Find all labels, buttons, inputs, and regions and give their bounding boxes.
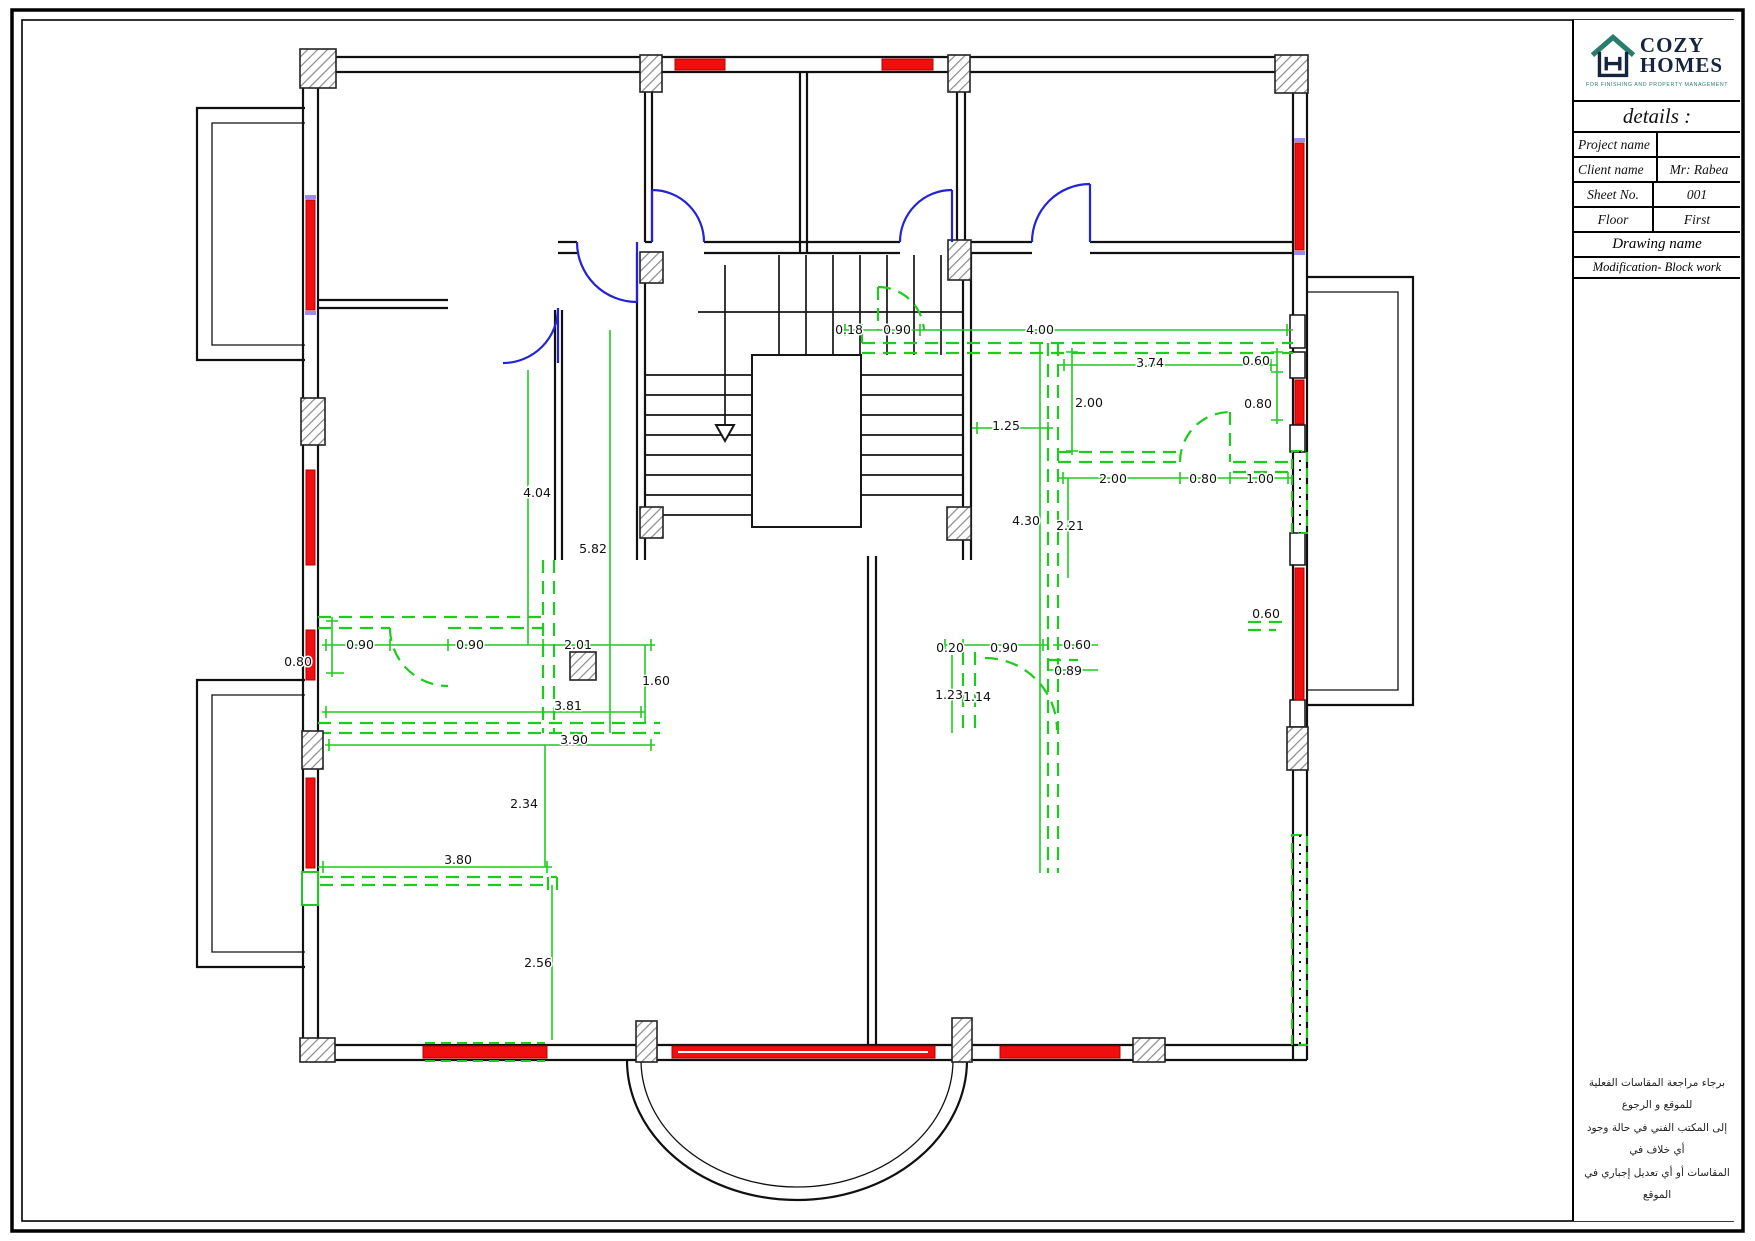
dimension-label: 1.14 bbox=[963, 689, 991, 704]
brand-name: COZY HOMES bbox=[1639, 33, 1724, 77]
arabic-notes: برجاء مراجعة المقاسات الفعلية للموقع و ا… bbox=[1584, 1076, 1730, 1202]
brand-tagline: FOR FINISHING AND PROPERTY MANAGEMENT bbox=[1586, 81, 1728, 88]
dimension-labels: 0.18 0.90 4.00 3.74 0.60 1.25 2.00 0.80 4.30 2.00… bbox=[283, 321, 1282, 972]
dimension-label: 3.81 bbox=[554, 698, 582, 713]
dimension-label: 1.23 bbox=[935, 687, 963, 702]
dimension-label: 0.80 bbox=[1189, 471, 1217, 486]
row-project-name: Project name bbox=[1574, 133, 1740, 158]
drawing-name-value: Modification- Block work bbox=[1574, 258, 1740, 279]
dimension-label: 1.00 bbox=[1246, 471, 1274, 486]
windows-green bbox=[301, 450, 1308, 1062]
dimension-label: 2.01 bbox=[564, 637, 592, 652]
row-floor: Floor First bbox=[1574, 208, 1740, 233]
title-block: COZY HOMES FOR FINISHING AND PROPERTY MA… bbox=[1572, 20, 1740, 1221]
bottom-balcony-arc bbox=[625, 1059, 969, 1202]
dimension-label: 0.80 bbox=[284, 654, 312, 669]
drawing-name-header: Drawing name bbox=[1574, 233, 1740, 258]
dimension-label: 1.25 bbox=[992, 418, 1020, 433]
dimension-label: 0.60 bbox=[1252, 606, 1280, 621]
dimension-label: 0.20 bbox=[936, 640, 964, 655]
dimension-label: 0.90 bbox=[346, 637, 374, 652]
row-client-name: Client name Mr: Rabea bbox=[1574, 158, 1740, 183]
dimension-label: 4.00 bbox=[1026, 322, 1054, 337]
dimension-label: 4.30 bbox=[1012, 513, 1040, 528]
dimension-label: 0.90 bbox=[456, 637, 484, 652]
dimension-label: 0.90 bbox=[990, 640, 1018, 655]
cozy-homes-house-icon bbox=[1590, 33, 1635, 77]
dimension-label: 2.56 bbox=[524, 955, 552, 970]
columns bbox=[299, 48, 1309, 1063]
doors bbox=[502, 182, 1092, 365]
dimension-label: 2.00 bbox=[1075, 395, 1103, 410]
row-sheet-no: Sheet No. 001 bbox=[1574, 183, 1740, 208]
details-header: details : bbox=[1574, 102, 1740, 133]
windows-red bbox=[305, 58, 1305, 1059]
dimension-label: 2.21 bbox=[1056, 518, 1084, 533]
staircase bbox=[645, 255, 963, 528]
dimension-label: 0.80 bbox=[1244, 396, 1272, 411]
dimension-lines bbox=[318, 324, 1293, 1040]
dimension-label: 3.80 bbox=[444, 852, 472, 867]
dimension-label: 2.00 bbox=[1099, 471, 1127, 486]
sheet-frame bbox=[10, 8, 1745, 1233]
dimension-label: 0.89 bbox=[1054, 663, 1082, 678]
dimension-label: 5.82 bbox=[579, 541, 607, 556]
dimension-label: 1.60 bbox=[642, 673, 670, 688]
dimension-label: 0.60 bbox=[1063, 637, 1091, 652]
dimension-label: 3.74 bbox=[1136, 355, 1164, 370]
logo: COZY HOMES FOR FINISHING AND PROPERTY MA… bbox=[1574, 20, 1740, 102]
dimension-label: 0.90 bbox=[883, 322, 911, 337]
dimension-label: 3.90 bbox=[560, 732, 588, 747]
dimension-label: 4.04 bbox=[523, 485, 551, 500]
dimension-label: 2.34 bbox=[510, 796, 538, 811]
dimension-label: 0.60 bbox=[1242, 353, 1270, 368]
balconies bbox=[195, 106, 1415, 1202]
stair-down-arrow bbox=[714, 424, 736, 444]
dimension-label: 0.18 bbox=[835, 322, 863, 337]
